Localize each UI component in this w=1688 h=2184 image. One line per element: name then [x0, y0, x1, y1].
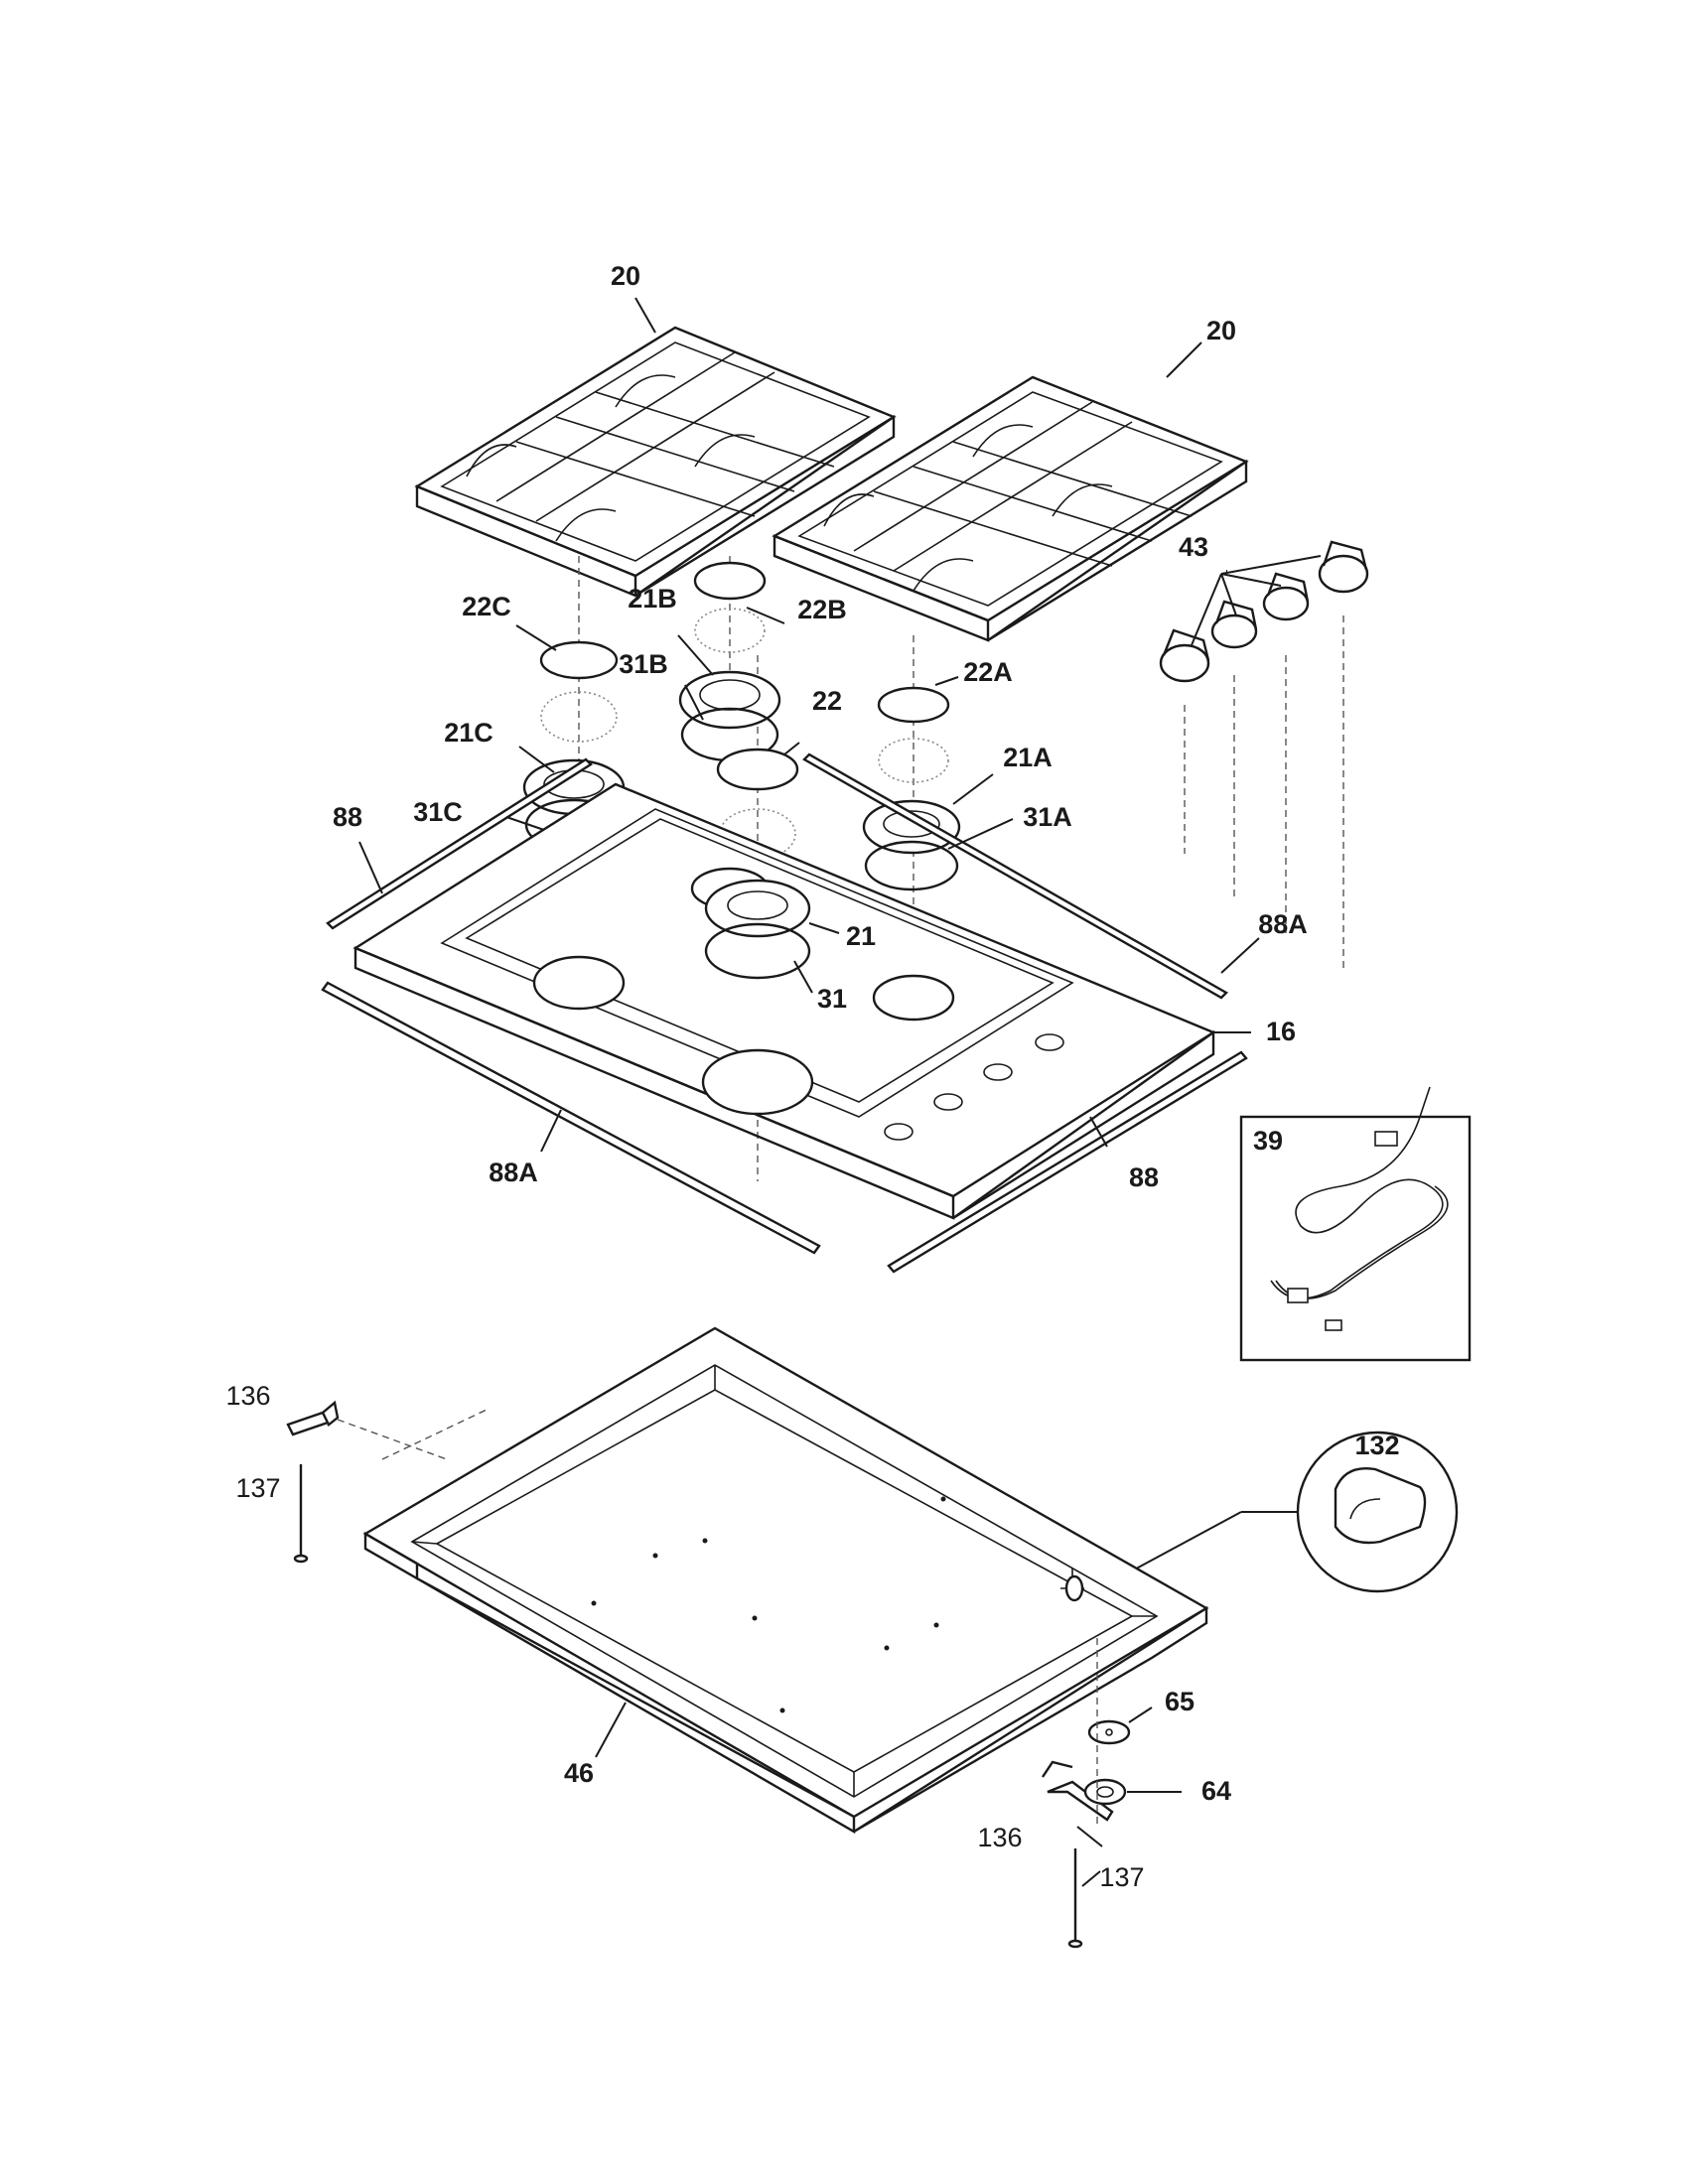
label-ring-31A: 31A	[1023, 802, 1072, 832]
label-head-21: 21	[846, 921, 876, 951]
screw-137-top	[293, 1464, 309, 1564]
label-screw-137-top: 137	[235, 1473, 280, 1503]
label-trim-88A-bottom: 88A	[489, 1158, 538, 1187]
head-21	[704, 879, 811, 980]
label-bracket-136-top: 136	[225, 1381, 270, 1411]
label-cap-22: 22	[812, 686, 842, 716]
label-part-64: 64	[1201, 1776, 1231, 1806]
head-21A	[862, 799, 961, 891]
label-cap-22B: 22B	[797, 595, 847, 624]
grate-right	[772, 375, 1249, 642]
knob-2	[1210, 600, 1258, 649]
label-cord-39: 39	[1253, 1126, 1283, 1156]
label-cap-22C: 22C	[462, 592, 511, 621]
label-knobs-43: 43	[1179, 532, 1208, 562]
label-screw-137-bottom: 137	[1099, 1862, 1144, 1892]
burner-box-pan	[362, 1326, 1209, 1835]
grate-left	[414, 326, 897, 598]
label-ring-31C: 31C	[413, 797, 463, 827]
cap-22A	[877, 686, 950, 783]
label-part-65: 65	[1165, 1687, 1195, 1716]
bracket-136-top	[286, 1400, 488, 1460]
trim-88-bottom	[887, 1050, 1248, 1274]
knob-3	[1262, 572, 1310, 621]
label-pan-46: 46	[564, 1758, 594, 1788]
cap-22	[716, 748, 799, 860]
label-trim-88A-right: 88A	[1258, 909, 1308, 939]
label-head-21A: 21A	[1003, 743, 1053, 772]
trim-88A-right	[802, 752, 1228, 1000]
label-grate-left: 20	[611, 261, 640, 291]
label-ring-31B: 31B	[619, 649, 668, 679]
power-cord-inset	[1239, 1086, 1472, 1362]
trim-88-left	[326, 757, 593, 930]
label-part-132: 132	[1354, 1431, 1399, 1460]
head-21B	[678, 670, 781, 762]
label-ring-31: 31	[817, 984, 847, 1014]
trim-88A-bottom	[321, 981, 821, 1255]
label-cap-22A: 22A	[963, 657, 1013, 687]
leader-lines	[358, 297, 1322, 1887]
cap-22B	[693, 561, 767, 653]
label-trim-88-bottom: 88	[1129, 1162, 1159, 1192]
label-head-21C: 21C	[444, 718, 493, 748]
cap-22C	[539, 640, 619, 743]
label-bracket-136-bottom: 136	[977, 1823, 1022, 1852]
knob-4	[1318, 540, 1369, 594]
bracket-136-bottom	[1042, 1760, 1114, 1822]
label-cooktop-16: 16	[1266, 1017, 1296, 1046]
part-64	[1083, 1778, 1127, 1806]
label-grate-right: 20	[1206, 316, 1236, 345]
label-head-21B: 21B	[628, 584, 677, 614]
part-65	[1087, 1719, 1131, 1745]
screw-137-bottom	[1067, 1848, 1083, 1949]
knob-1	[1159, 628, 1210, 683]
cooktop	[352, 782, 1216, 1220]
label-trim-88-left: 88	[333, 802, 362, 832]
